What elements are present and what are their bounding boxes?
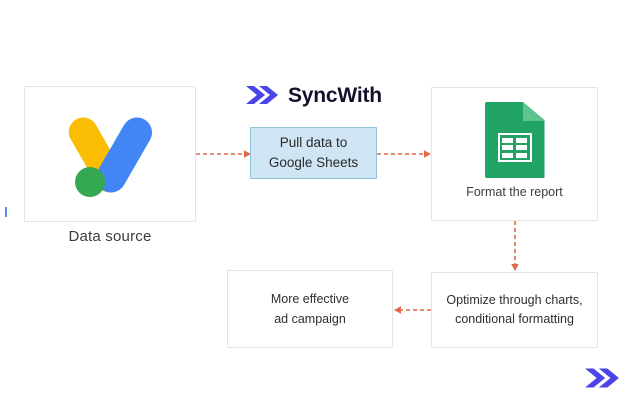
sheets-cell <box>502 145 514 150</box>
google-ads-green-circle <box>75 167 105 197</box>
left-edge-tick-mark <box>5 207 7 217</box>
node-more-effective[interactable]: More effective ad campaign <box>227 270 393 348</box>
node-pull-data-line1: Pull data to <box>279 135 348 151</box>
sheets-cell <box>515 152 527 158</box>
google-sheets-icon <box>484 102 545 178</box>
connector-pull-data-to-format-report <box>377 148 435 160</box>
sheets-grid-glyph <box>497 133 532 162</box>
google-ads-logo-icon <box>62 106 158 202</box>
corner-double-chevron-icon <box>584 366 620 395</box>
sheets-cell <box>515 145 527 150</box>
node-pull-data[interactable]: Pull data to Google Sheets <box>250 127 377 179</box>
sheets-cell <box>515 137 527 143</box>
node-format-report[interactable]: Format the report <box>431 87 598 221</box>
node-optimize[interactable]: Optimize through charts, conditional for… <box>431 272 598 348</box>
syncwith-wordmark: SyncWith <box>288 83 382 107</box>
node-more-effective-line1: More effective <box>270 292 350 306</box>
sheets-cell <box>502 152 514 158</box>
node-pull-data-line2: Google Sheets <box>268 155 359 170</box>
connector-optimize-to-more-effective <box>393 304 433 316</box>
node-data-source-caption: Data source <box>68 228 152 245</box>
syncwith-brand: SyncWith <box>245 84 382 106</box>
node-optimize-line1: Optimize through charts, <box>446 292 583 307</box>
sheets-cell <box>502 137 514 143</box>
node-data-source[interactable] <box>24 86 196 222</box>
connector-format-report-to-optimize <box>509 221 521 273</box>
node-more-effective-line2: ad campaign <box>274 312 346 326</box>
node-format-report-label: Format the report <box>466 185 563 199</box>
connector-data-source-to-pull-data <box>196 148 254 160</box>
node-optimize-line2: conditional formatting <box>455 312 574 326</box>
double-chevron-icon <box>245 84 279 106</box>
